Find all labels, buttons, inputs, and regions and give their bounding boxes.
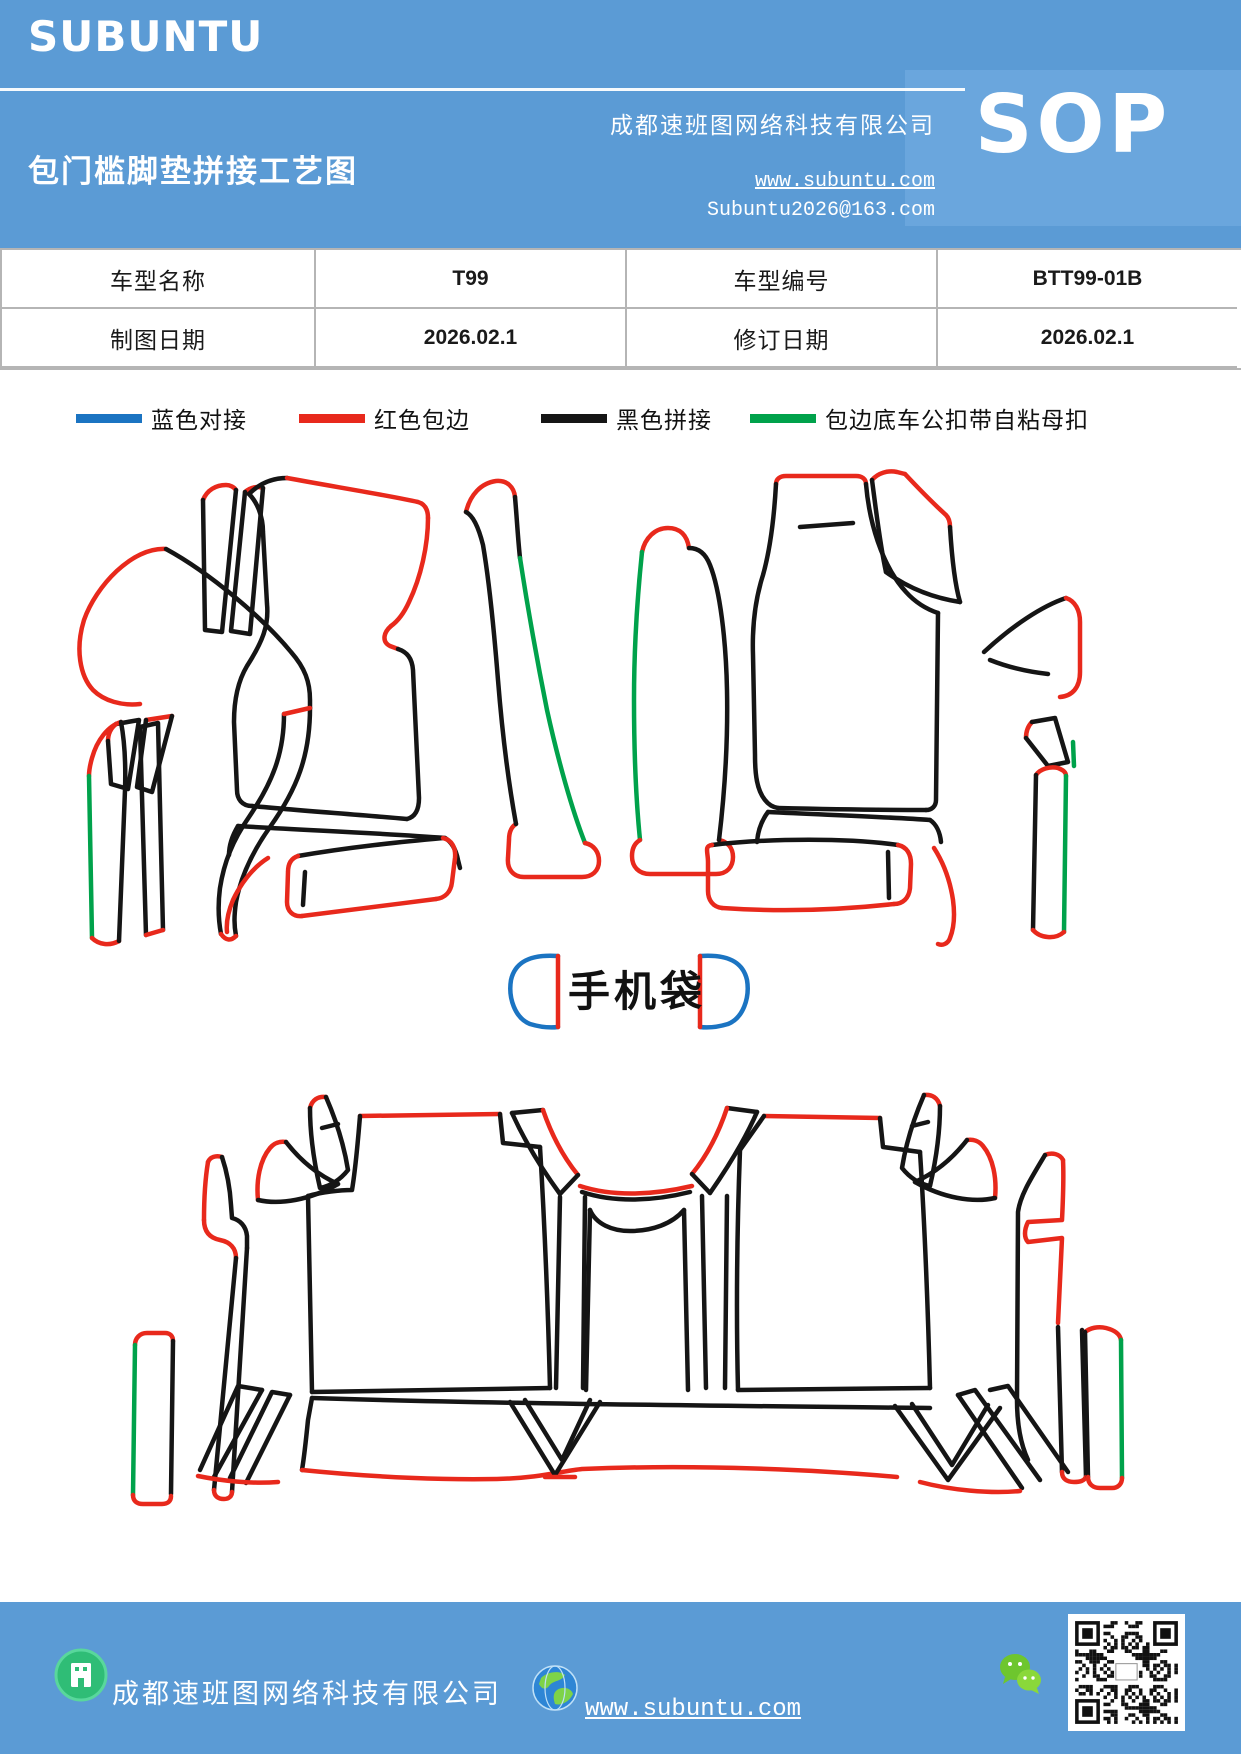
header-email: Subuntu2026@163.com: [706, 199, 935, 222]
table-cell-revdate-label: 修订日期: [627, 309, 938, 368]
table-cell-model-label: 车型名称: [2, 250, 316, 309]
company-building-icon: [54, 1648, 108, 1702]
rear-far-right-sill: [1082, 1324, 1125, 1491]
legend-item-red: 红色包边: [299, 402, 470, 434]
rear-left-collars: [255, 1094, 351, 1205]
rear-right-mat: [734, 1113, 933, 1393]
legend-swatch-green: [750, 413, 816, 423]
header-company-name: 成都速班图网络科技有限公司: [610, 113, 935, 138]
phone-bag-label: 手机袋: [568, 968, 706, 1015]
rear-right-collars: [899, 1092, 998, 1203]
header-website-link[interactable]: www.subuntu.com: [754, 170, 935, 193]
front-passenger-skirt-and-bar: [704, 809, 957, 947]
front-far-left-sill-strips: [86, 719, 166, 947]
rear-center-columns: [553, 1193, 730, 1393]
table-cell-code-value: BTT99-01B: [938, 250, 1237, 309]
rear-left-mat: [305, 1111, 553, 1395]
front-center-blade-left: [463, 478, 602, 880]
rear-far-left-sill: [130, 1330, 176, 1507]
table-cell-drawdate-label: 制图日期: [2, 309, 316, 368]
legend-item-blue: 蓝色对接: [76, 402, 247, 434]
legend-swatch-blue: [76, 413, 142, 423]
sop-panel: [905, 70, 1241, 226]
front-far-left-bracket: [77, 546, 313, 942]
front-far-right-sill-strip: [1030, 765, 1069, 940]
table-cell-revdate-value: 2026.02.1: [938, 309, 1237, 368]
brand-logo: SUBUNTU: [28, 12, 264, 61]
rear-bottom-skirt: [299, 1395, 1003, 1483]
footer-website-link[interactable]: www.subuntu.com: [585, 1696, 802, 1723]
rear-center-saddle: [509, 1105, 760, 1202]
front-far-right-wedges: [1023, 715, 1077, 769]
footer-company-name: 成都速班图网络科技有限公司: [112, 1679, 502, 1709]
legend-swatch-red: [299, 413, 365, 423]
front-passenger-wing: [869, 469, 963, 605]
qr-code: [1068, 1614, 1185, 1731]
table-cell-code-label: 车型编号: [627, 250, 938, 309]
table-cell-drawdate-value: 2026.02.1: [316, 309, 627, 368]
header-band: SUBUNTU 包门槛脚垫拼接工艺图 成都速班图网络科技有限公司 www.sub…: [0, 0, 1241, 248]
rear-mats-diagram: [130, 1092, 1125, 1507]
vehicle-info-table: 车型名称 T99 车型编号 BTT99-01B 制图日期 2026.02.1 修…: [0, 248, 1241, 370]
sop-label: SOP: [974, 78, 1172, 171]
rear-left-wedges: [195, 1383, 293, 1486]
front-mats-diagram: 手机袋: [77, 469, 1083, 1030]
front-driver-skirt-and-bar: [224, 823, 463, 935]
front-center-blade-right: [629, 525, 736, 877]
front-far-right-bracket: [981, 595, 1083, 700]
qr-code-pattern: [1068, 1614, 1185, 1731]
legend-item-green: 包边底车公扣带自粘母扣: [750, 402, 1089, 434]
phone-bag-label-group: 手机袋: [508, 953, 750, 1030]
table-cell-model-value: T99: [316, 250, 627, 309]
header-divider-line: [0, 88, 965, 91]
legend-item-black: 黑色拼接: [541, 402, 712, 434]
rear-right-wedges: [917, 1383, 1071, 1495]
front-driver-top-strips: [200, 482, 266, 637]
legend-swatch-black: [541, 413, 607, 423]
wechat-icon: [1000, 1654, 1041, 1694]
front-passenger-mat: [750, 473, 941, 813]
globe-icon: [532, 1665, 578, 1711]
front-driver-mat: [231, 475, 431, 822]
page-title: 包门槛脚垫拼接工艺图: [28, 154, 358, 189]
rear-left-bent-strip: [201, 1153, 250, 1502]
rear-right-bent-strip: [1014, 1151, 1089, 1485]
